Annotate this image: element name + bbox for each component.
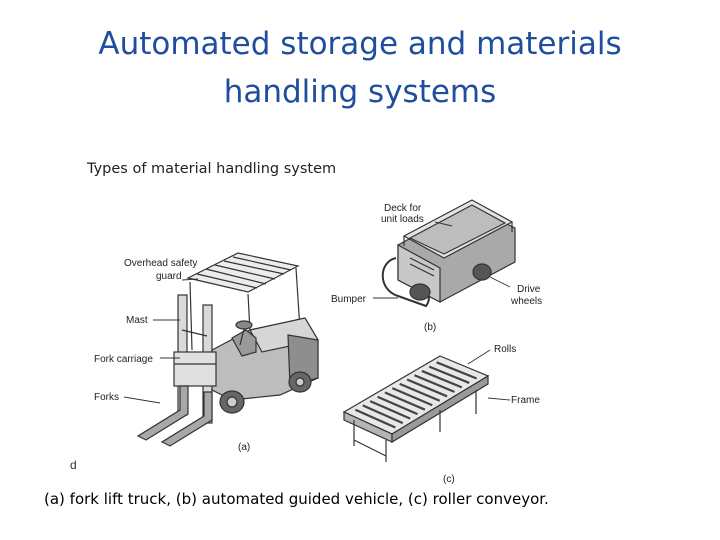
conveyor-roller xyxy=(428,365,470,384)
agv-leaders xyxy=(373,221,511,299)
label-drive-1: Drive xyxy=(517,284,541,295)
sublabel-c: (c) xyxy=(443,474,455,485)
stray-character: d xyxy=(70,458,77,472)
label-deck-1: Deck for xyxy=(384,203,422,214)
slide-title-line1: Automated storage and materials xyxy=(98,26,622,62)
conveyor-drawing xyxy=(342,355,490,462)
sublabel-a: (a) xyxy=(238,442,250,453)
label-forks: Forks xyxy=(94,392,119,403)
conveyor-roller xyxy=(421,369,463,389)
label-overhead-guard-1: Overhead safety xyxy=(124,258,197,269)
label-fork-carriage: Fork carriage xyxy=(94,354,153,365)
conveyor-roller xyxy=(377,395,418,416)
label-mast: Mast xyxy=(126,315,148,326)
conveyor-roller xyxy=(384,391,426,411)
slide-subtitle: Types of material handling system xyxy=(87,161,337,177)
figure-caption: (a) fork lift truck, (b) automated guide… xyxy=(44,490,549,508)
conveyor-roller xyxy=(406,378,448,398)
conveyor-roller xyxy=(436,361,478,380)
slide-title: Automated storage and materials handling… xyxy=(40,20,680,116)
conveyor-roller xyxy=(414,374,455,393)
conveyor-roller xyxy=(362,404,404,425)
conveyor-rollers xyxy=(354,361,478,429)
conveyor-leaders xyxy=(467,349,511,401)
label-overhead-guard-2: guard xyxy=(156,271,182,282)
conveyor-roller xyxy=(399,382,441,402)
conveyor-roller xyxy=(354,408,396,429)
label-frame: Frame xyxy=(511,395,540,406)
label-drive-2: wheels xyxy=(510,296,542,307)
forklift-leaders xyxy=(123,278,199,404)
conveyor-roller xyxy=(369,400,411,420)
label-rolls: Rolls xyxy=(494,344,516,355)
label-bumper: Bumper xyxy=(331,294,367,305)
agv-drawing xyxy=(381,199,516,308)
label-deck-2: unit loads xyxy=(381,214,424,225)
forklift-drawing xyxy=(136,252,319,447)
slide-title-line2: handling systems xyxy=(223,74,497,110)
conveyor-roller xyxy=(391,387,433,407)
sublabel-b: (b) xyxy=(424,322,436,333)
